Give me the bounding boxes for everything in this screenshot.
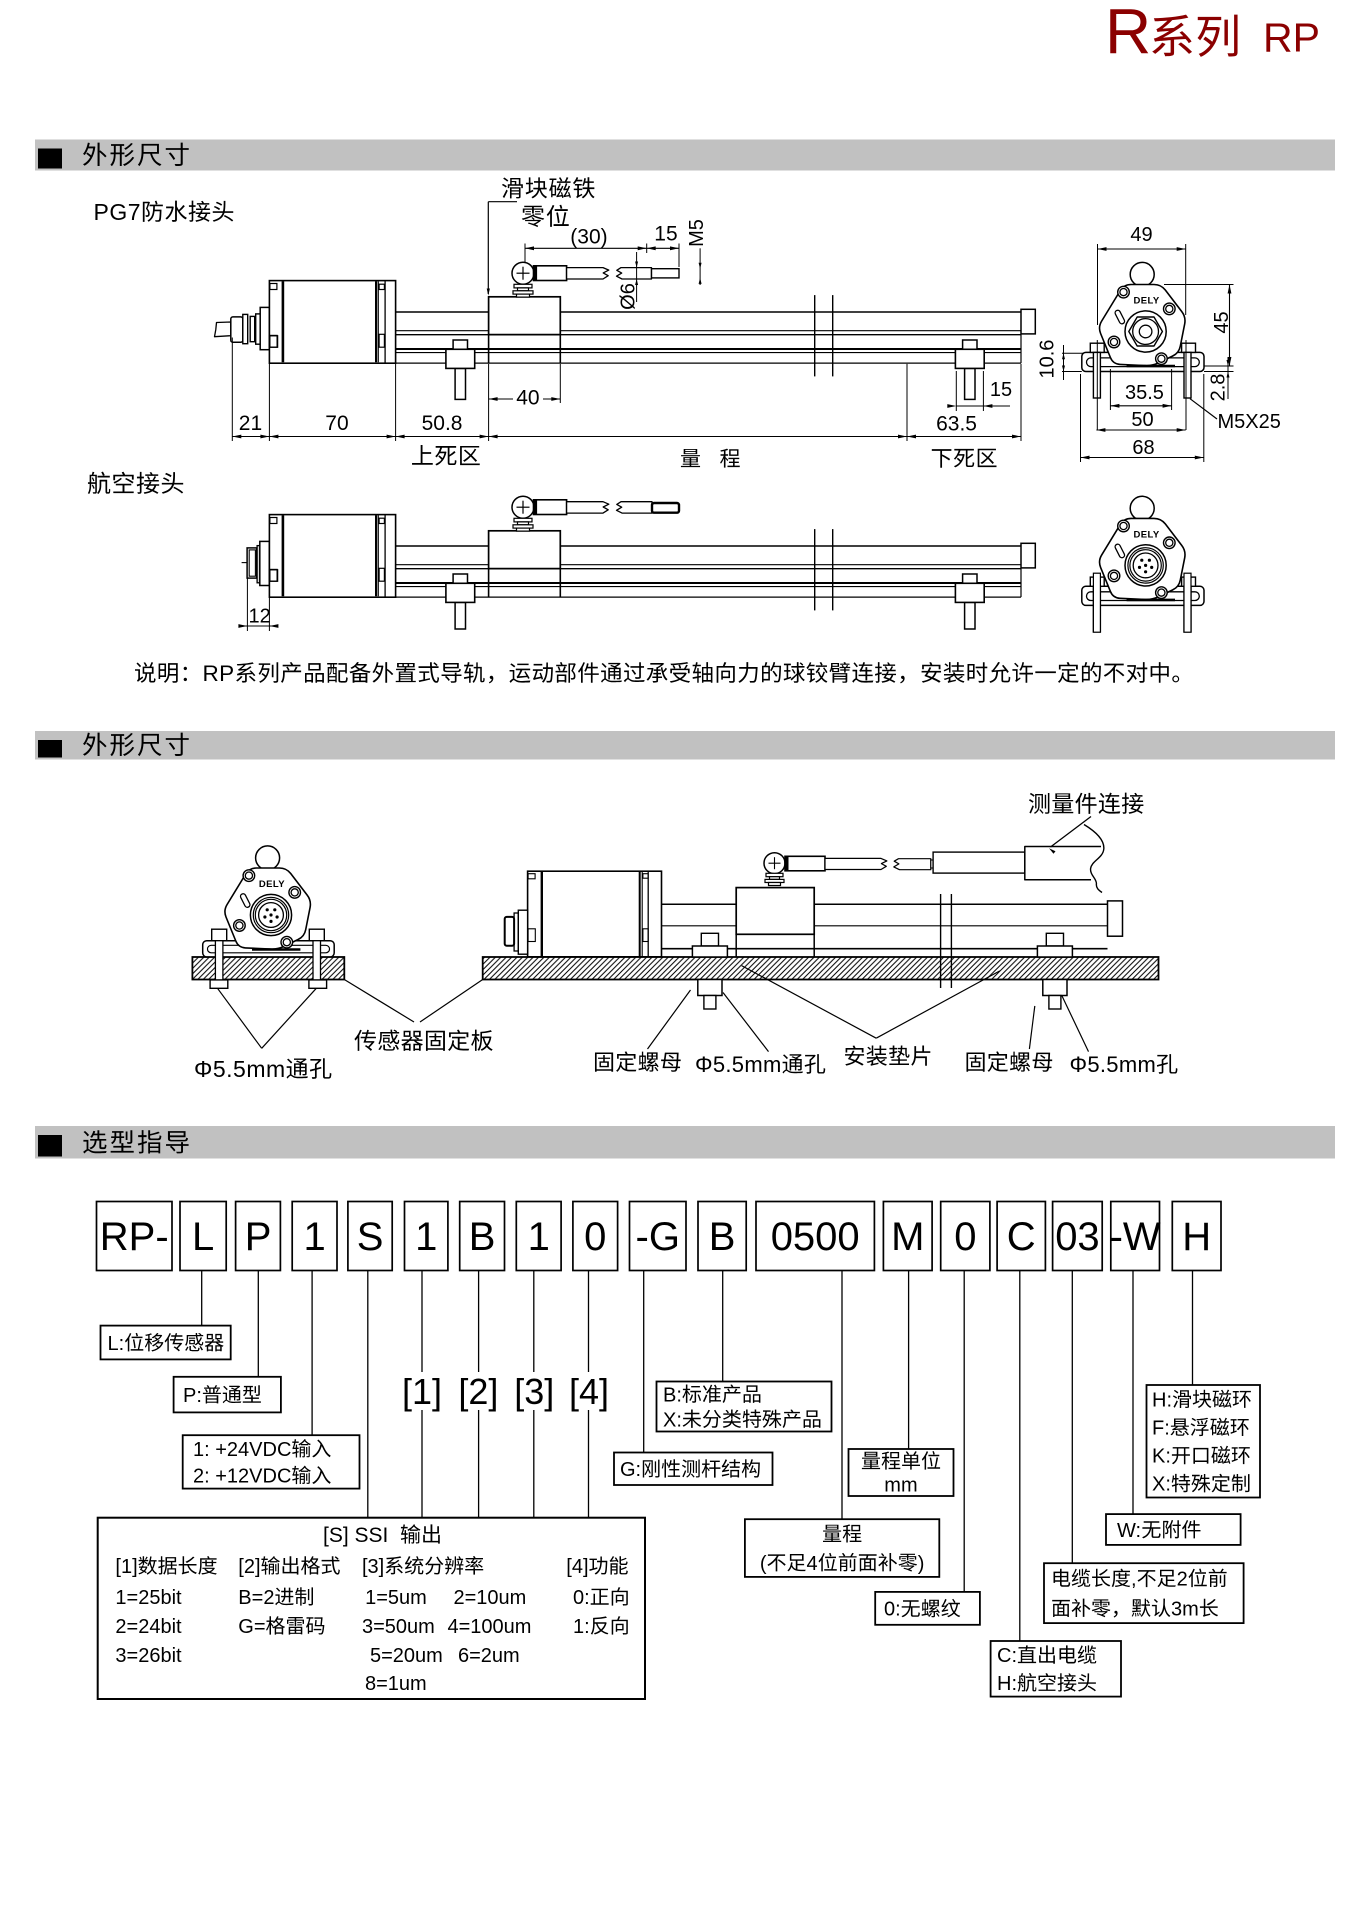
svg-text:F:: F: [1152, 1418, 1170, 1440]
svg-text:[4]: [4] [566, 1556, 588, 1578]
svg-text:W:: W: [1117, 1520, 1141, 1542]
svg-text:[3]: [3] [514, 1371, 554, 1412]
svg-text:Φ5.5mm: Φ5.5mm [695, 1052, 782, 1077]
svg-text:45: 45 [1211, 311, 1233, 333]
svg-text:B=2: B=2 [238, 1587, 274, 1609]
svg-text:[1]: [1] [115, 1556, 137, 1578]
svg-text:12: 12 [249, 606, 271, 628]
svg-text:50: 50 [1131, 409, 1153, 431]
svg-text:2: 2 [1177, 1569, 1188, 1591]
svg-text:Φ5.5mm: Φ5.5mm [194, 1056, 286, 1082]
svg-text:RP-: RP- [100, 1215, 169, 1259]
svg-text:3=26bit: 3=26bit [115, 1645, 182, 1667]
svg-text:6=2um: 6=2um [458, 1645, 520, 1667]
svg-text:1=5um: 1=5um [365, 1587, 427, 1609]
svg-text:M5X25: M5X25 [1218, 411, 1281, 433]
svg-text:R: R [1105, 0, 1151, 68]
svg-text:B:: B: [663, 1384, 682, 1406]
svg-text:L: L [192, 1215, 214, 1259]
svg-text:50.8: 50.8 [422, 412, 463, 435]
svg-text:): ) [918, 1553, 925, 1575]
svg-text:M5: M5 [686, 219, 708, 247]
svg-text:1: 1 [304, 1215, 326, 1259]
svg-text:63.5: 63.5 [936, 413, 977, 436]
svg-text:-G: -G [636, 1215, 680, 1259]
svg-text:,: , [1131, 1569, 1137, 1591]
svg-text:21: 21 [239, 412, 262, 435]
svg-text:0: 0 [954, 1215, 976, 1259]
svg-text:15: 15 [990, 379, 1012, 401]
svg-text:4: 4 [807, 1553, 818, 1575]
svg-text:RP: RP [1263, 15, 1320, 61]
svg-text:C: C [1007, 1215, 1036, 1259]
svg-text:DELY: DELY [1134, 296, 1160, 307]
svg-text:DELY: DELY [1134, 529, 1160, 540]
svg-text:[4]: [4] [569, 1371, 609, 1412]
svg-text:49: 49 [1130, 224, 1152, 246]
svg-text:[3]: [3] [362, 1556, 384, 1578]
svg-text:[S] SSI: [S] SSI [323, 1524, 388, 1547]
svg-text:68: 68 [1132, 437, 1154, 459]
svg-text:B: B [469, 1215, 496, 1259]
svg-text:B: B [709, 1215, 736, 1259]
svg-text:PG7: PG7 [94, 199, 142, 225]
svg-text:L:: L: [108, 1333, 125, 1355]
svg-text:2.8: 2.8 [1208, 374, 1230, 402]
svg-text:1:: 1: [573, 1616, 590, 1638]
svg-text:3=50um: 3=50um [362, 1616, 435, 1638]
svg-text:2=24bit: 2=24bit [115, 1616, 182, 1638]
svg-text:70: 70 [325, 412, 348, 435]
svg-text:-W: -W [1110, 1215, 1161, 1259]
svg-text:G=: G= [238, 1616, 265, 1638]
svg-text:15: 15 [654, 223, 677, 246]
svg-text:[1]: [1] [402, 1371, 442, 1412]
svg-text:(30): (30) [570, 226, 607, 249]
svg-text:S: S [357, 1215, 384, 1259]
svg-text:03: 03 [1055, 1215, 1100, 1259]
svg-text:Ø6: Ø6 [618, 283, 640, 310]
svg-text:X:: X: [663, 1409, 682, 1431]
svg-text:1: 1 [528, 1215, 550, 1259]
svg-text:mm: mm [884, 1475, 917, 1497]
svg-text:[2]: [2] [458, 1371, 498, 1412]
svg-text:X:: X: [1152, 1474, 1171, 1496]
svg-text:H: H [1182, 1215, 1211, 1259]
svg-text:H:: H: [997, 1673, 1017, 1695]
svg-text:M: M [891, 1215, 924, 1259]
svg-text:0: 0 [584, 1215, 606, 1259]
svg-text:Φ5.5mm: Φ5.5mm [1070, 1052, 1157, 1077]
svg-text:10.6: 10.6 [1037, 340, 1059, 379]
svg-text:(: ( [760, 1553, 767, 1575]
svg-text:40: 40 [516, 387, 539, 410]
svg-text:G:: G: [620, 1459, 641, 1481]
svg-text:K:: K: [1152, 1446, 1171, 1468]
svg-text:1=25bit: 1=25bit [115, 1587, 182, 1609]
svg-text:1: 1 [415, 1215, 437, 1259]
svg-text:2=10um: 2=10um [454, 1587, 527, 1609]
svg-text:P:: P: [183, 1385, 202, 1407]
svg-text:DELY: DELY [259, 879, 285, 890]
svg-text:3m: 3m [1171, 1598, 1199, 1620]
svg-text:[2]: [2] [238, 1556, 260, 1578]
svg-text:35.5: 35.5 [1125, 382, 1164, 404]
svg-text:C:: C: [997, 1645, 1017, 1667]
svg-text:0:: 0: [573, 1587, 590, 1609]
svg-text:P: P [245, 1215, 272, 1259]
svg-text:RP: RP [203, 661, 235, 686]
svg-text:1: +24VDC: 1: +24VDC [193, 1439, 291, 1461]
svg-text:2: +12VDC: 2: +12VDC [193, 1466, 291, 1488]
svg-text:H:: H: [1152, 1389, 1172, 1411]
svg-text:5=20um: 5=20um [370, 1645, 443, 1667]
svg-text:8=1um: 8=1um [365, 1673, 427, 1695]
svg-text:0500: 0500 [771, 1215, 860, 1259]
svg-text:0:: 0: [884, 1599, 901, 1621]
svg-text:4=100um: 4=100um [448, 1616, 532, 1638]
